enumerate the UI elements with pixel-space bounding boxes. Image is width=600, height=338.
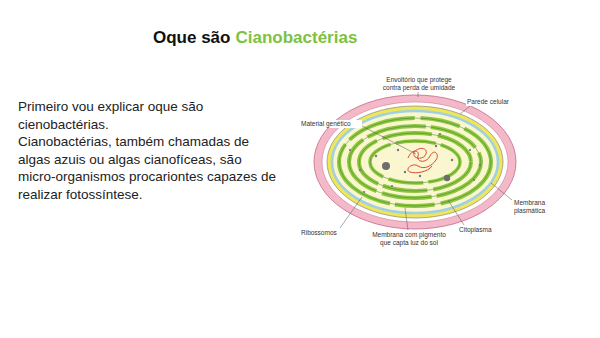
thylakoid-line: [349, 126, 481, 198]
capsule: [314, 95, 516, 229]
leader-line: [448, 200, 464, 225]
thylakoid: [349, 126, 481, 198]
part-label: Membrana plasmática: [513, 199, 555, 214]
leader-line: [491, 183, 512, 200]
leader-line: [340, 197, 362, 228]
leader-line: [405, 208, 408, 230]
part-label: Membrana com pigmento que capta luz do s…: [370, 231, 448, 246]
thylakoid: [359, 133, 471, 191]
leader-lines: [340, 92, 512, 230]
body-text: Primeiro vou explicar oque são cienobact…: [18, 98, 270, 133]
thylakoid-line: [339, 118, 491, 206]
ribosomes: [349, 133, 481, 193]
part-label: Ribossomos: [300, 229, 342, 237]
part-label: Envoltório que protege contra perda de u…: [376, 76, 462, 91]
leader-line: [362, 126, 416, 154]
part-label: Citoplasma: [458, 226, 510, 234]
part-label: Parede celular: [466, 98, 528, 106]
slide-title: Oque são: [153, 28, 230, 48]
thylakoid-line: [359, 133, 471, 191]
leader-line: [418, 92, 419, 97]
part-label: Material genético: [300, 120, 362, 128]
thylakoid: [339, 118, 491, 206]
slide-title-highlight: Cianobactérias: [235, 28, 357, 48]
thylakoids: [339, 118, 491, 206]
thylakoid: [370, 141, 460, 183]
thylakoid-line: [370, 141, 460, 183]
body-text: Cianobactérias, também chamadas de algas…: [18, 133, 282, 203]
leader-line: [460, 106, 470, 114]
